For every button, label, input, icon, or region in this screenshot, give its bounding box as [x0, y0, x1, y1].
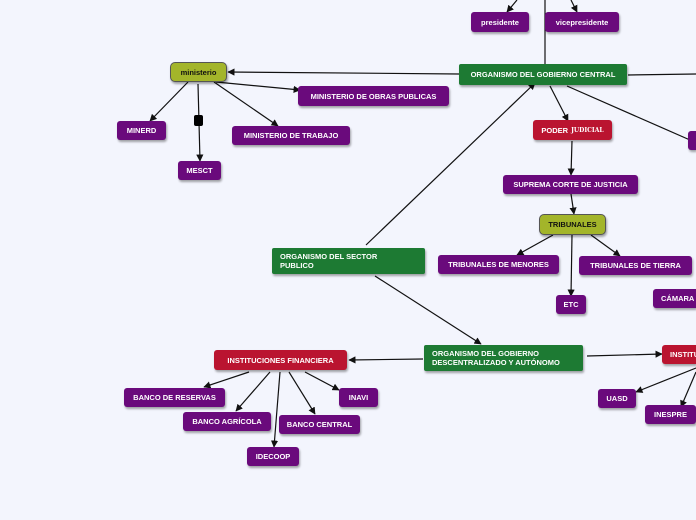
node-label-judicial: JUDICIAL: [571, 126, 604, 134]
node-label: INSTITUCIONES FINANCIERA: [227, 355, 334, 365]
node-poder-judicial[interactable]: PODER JUDICIAL: [533, 120, 612, 140]
node-inavi[interactable]: INAVI: [339, 388, 378, 407]
node-minerd[interactable]: MINERD: [117, 121, 166, 140]
node-banco-reservas[interactable]: BANCO DE RESERVAS: [124, 388, 225, 407]
node-organismo-gobierno-central[interactable]: ORGANISMO DEL GOBIERNO CENTRAL: [459, 64, 627, 85]
node-label: ETC: [563, 300, 579, 309]
node-presidente[interactable]: presidente: [471, 12, 529, 32]
node-organismo-sector-publico[interactable]: ORGANISMO DEL SECTOR PUBLICO: [272, 248, 425, 274]
node-mesct[interactable]: MESCT: [178, 161, 221, 180]
node-label: MINISTERIO DE OBRAS PUBLICAS: [310, 91, 437, 101]
node-banco-central[interactable]: BANCO CENTRAL: [279, 415, 360, 434]
node-ministerio[interactable]: ministerio: [170, 62, 227, 82]
node-label: INAVI: [348, 393, 369, 402]
node-tribunales-menores[interactable]: TRIBUNALES DE MENORES: [438, 255, 559, 274]
node-label: MESCT: [186, 166, 213, 175]
node-camara[interactable]: CÁMARA: [653, 289, 696, 308]
node-label: ORGANISMO DEL GOBIERNO DESCENTRALIZADO Y…: [432, 349, 560, 367]
node-label: TRIBUNALES DE TIERRA: [590, 261, 681, 270]
node-banco-agricola[interactable]: BANCO AGRÍCOLA: [183, 412, 271, 431]
node-label: SUPREMA CORTE DE JUSTICIA: [513, 180, 628, 189]
node-label: INESPRE: [654, 410, 687, 419]
node-instituciones-financiera[interactable]: INSTITUCIONES FINANCIERA: [214, 350, 347, 370]
node-label: INSTITU: [670, 350, 696, 359]
node-label: TRIBUNALES: [548, 220, 597, 229]
node-label: PODER: [541, 125, 569, 135]
node-vicepresidente[interactable]: vicepresidente: [545, 12, 619, 32]
node-label: BANCO CENTRAL: [286, 420, 353, 429]
node-label: vicepresidente: [555, 17, 609, 27]
collapse-handle-icon[interactable]: [194, 115, 203, 126]
node-label: ministerio: [180, 67, 217, 77]
node-label: IDECOOP: [255, 452, 291, 461]
node-label: CÁMARA: [661, 294, 695, 303]
node-inespre[interactable]: INESPRE: [645, 405, 696, 424]
node-label: ORGANISMO DEL SECTOR PUBLICO: [280, 252, 378, 270]
node-idecoop[interactable]: IDECOOP: [247, 447, 299, 466]
node-label: TRIBUNALES DE MENORES: [448, 260, 549, 269]
node-partial-right[interactable]: [688, 131, 696, 150]
node-tribunales[interactable]: TRIBUNALES: [539, 214, 606, 235]
node-label: BANCO DE RESERVAS: [133, 393, 216, 402]
node-uasd[interactable]: UASD: [598, 389, 636, 408]
node-ministerio-obras-publicas[interactable]: MINISTERIO DE OBRAS PUBLICAS: [298, 86, 449, 106]
node-ministerio-trabajo[interactable]: MINISTERIO DE TRABAJO: [232, 126, 350, 145]
node-label: UASD: [606, 394, 628, 403]
node-label: MINERD: [126, 126, 157, 135]
node-institu-partial[interactable]: INSTITU: [662, 345, 696, 364]
node-label: presidente: [481, 17, 519, 27]
node-label: ORGANISMO DEL GOBIERNO CENTRAL: [470, 70, 616, 79]
node-etc[interactable]: ETC: [556, 295, 586, 314]
node-label: BANCO AGRÍCOLA: [192, 417, 262, 426]
node-organismo-descentralizado[interactable]: ORGANISMO DEL GOBIERNO DESCENTRALIZADO Y…: [424, 345, 583, 371]
node-suprema-corte[interactable]: SUPREMA CORTE DE JUSTICIA: [503, 175, 638, 194]
node-tribunales-tierra[interactable]: TRIBUNALES DE TIERRA: [579, 256, 692, 275]
node-label: MINISTERIO DE TRABAJO: [243, 131, 339, 140]
